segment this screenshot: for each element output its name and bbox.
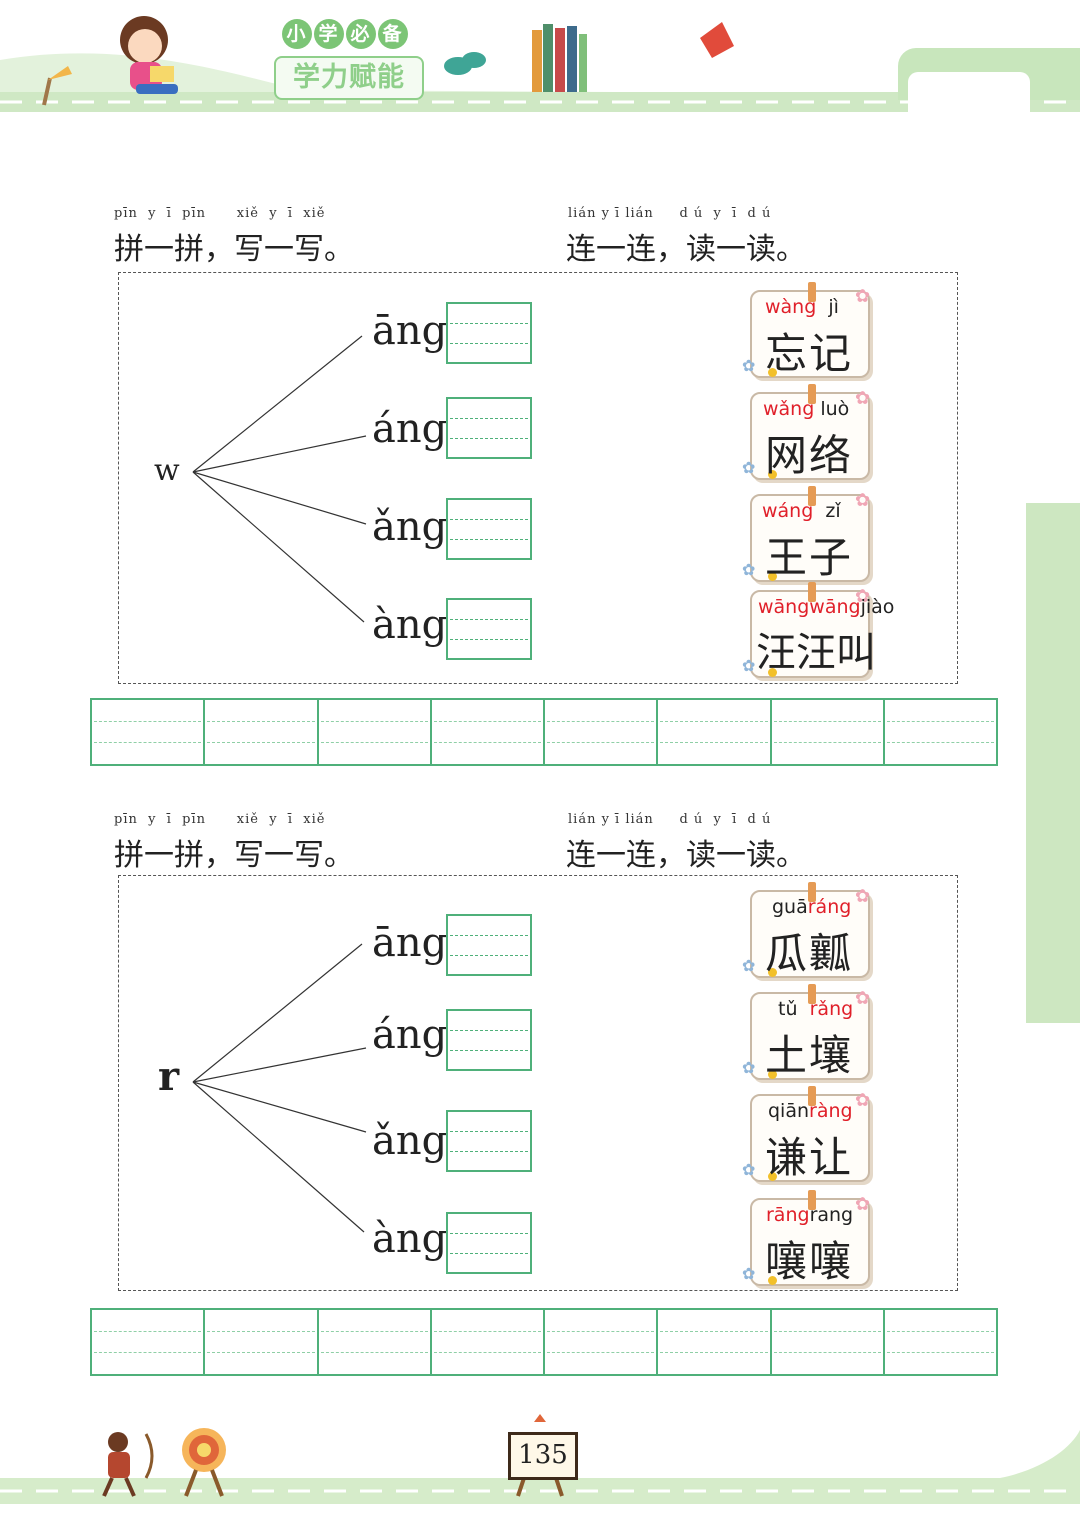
card-pinyin-red: wǎng — [763, 398, 815, 420]
writing-cell[interactable] — [658, 700, 772, 764]
final-syllable: àng — [372, 602, 448, 648]
word-card[interactable]: ✿✿ guāráng 瓜瓤 — [742, 882, 870, 978]
writing-cell[interactable] — [658, 1310, 772, 1374]
writing-box[interactable] — [446, 1009, 532, 1071]
word-card[interactable]: ✿✿ wāngwāngjiào 汪汪叫 — [742, 582, 894, 678]
writing-box[interactable] — [446, 498, 532, 560]
final-syllable: ǎng — [372, 504, 448, 550]
exercise-box — [118, 272, 958, 684]
badge-char: 小 — [282, 19, 312, 49]
writing-box[interactable] — [446, 302, 532, 364]
final-syllable: áng — [372, 1012, 448, 1058]
writing-cell[interactable] — [432, 700, 545, 764]
right-title: 连一连，读一读。 — [566, 232, 806, 267]
card-pinyin-red: wàng — [765, 296, 817, 318]
final-syllable: àng — [372, 1216, 448, 1262]
badge-char: 必 — [346, 19, 376, 49]
card-hanzi: 土壤 — [764, 1031, 853, 1080]
side-bar-decoration — [1026, 503, 1080, 1023]
final-syllable: áng — [372, 406, 448, 452]
page-number: 135 — [508, 1432, 578, 1480]
card-pinyin-red: ràng — [809, 1100, 853, 1122]
exercise-box — [118, 875, 958, 1291]
word-card[interactable]: ✿✿ wǎng luò 网络 — [742, 384, 870, 480]
right-title: 连一连，读一读。 — [566, 838, 806, 873]
writing-cell[interactable] — [772, 700, 885, 764]
writing-strip[interactable] — [90, 698, 998, 766]
badge-char: 学 — [314, 19, 344, 49]
left-title-pinyin: pīn y ī pīn xiě y ī xiě — [114, 206, 326, 221]
left-title-pinyin: pīn y ī pīn xiě y ī xiě — [114, 812, 326, 827]
left-title: 拼一拼，写一写。 — [114, 232, 354, 267]
writing-box[interactable] — [446, 1212, 532, 1274]
card-hanzi: 忘记 — [764, 329, 853, 378]
card-pinyin: guā — [772, 896, 808, 918]
writing-cell[interactable] — [205, 700, 319, 764]
card-hanzi: 王子 — [764, 533, 853, 582]
card-pinyin: rang — [809, 1204, 854, 1226]
initial-consonant: r — [158, 1053, 180, 1100]
side-tab-cutout — [908, 72, 1030, 112]
word-card[interactable]: ✿✿ qiānràng 谦让 — [742, 1086, 870, 1182]
writing-box[interactable] — [446, 914, 532, 976]
word-card[interactable]: ✿✿ tǔ rǎng 土壤 — [742, 984, 870, 1080]
left-title: 拼一拼，写一写。 — [114, 838, 354, 873]
writing-box[interactable] — [446, 1110, 532, 1172]
card-pinyin-red: ráng — [807, 896, 852, 918]
writing-cell[interactable] — [92, 1310, 206, 1374]
writing-cell[interactable] — [319, 700, 432, 764]
writing-cell[interactable] — [885, 1310, 996, 1374]
footer-decoration — [0, 1414, 1080, 1504]
card-pinyin: jiào — [860, 596, 895, 618]
writing-cell[interactable] — [545, 700, 659, 764]
card-hanzi: 谦让 — [764, 1133, 853, 1182]
right-title-pinyin: lián y ī lián d ú y ī d ú — [568, 812, 772, 827]
card-pinyin-red: rāng — [766, 1204, 810, 1226]
brand-subtitle: 学力赋能 — [274, 56, 424, 100]
card-hanzi: 瓜瓤 — [764, 929, 853, 978]
writing-cell[interactable] — [772, 1310, 885, 1374]
brand-badge-top: 小学必备 — [282, 18, 410, 49]
final-syllable: āng — [372, 920, 448, 966]
card-hanzi: 汪汪叫 — [756, 630, 876, 676]
writing-cell[interactable] — [92, 700, 206, 764]
card-pinyin-red: wáng — [762, 500, 814, 522]
writing-cell[interactable] — [885, 700, 996, 764]
right-title-pinyin: lián y ī lián d ú y ī d ú — [568, 206, 772, 221]
word-card[interactable]: ✿✿ rāngrang 嚷嚷 — [742, 1190, 870, 1286]
writing-strip[interactable] — [90, 1308, 998, 1376]
card-hanzi: 网络 — [764, 431, 853, 480]
badge-char: 备 — [378, 19, 408, 49]
writing-cell[interactable] — [319, 1310, 432, 1374]
final-syllable: āng — [372, 308, 448, 354]
card-pinyin: zǐ — [813, 500, 841, 522]
word-card[interactable]: ✿✿ wàng jì 忘记 — [742, 282, 870, 378]
card-pinyin-red: wāngwāng — [758, 596, 861, 618]
writing-box[interactable] — [446, 598, 532, 660]
final-syllable: ǎng — [372, 1118, 448, 1164]
card-pinyin: tǔ — [772, 998, 810, 1020]
card-pinyin: qiān — [768, 1100, 810, 1122]
card-pinyin-red: rǎng — [809, 998, 854, 1020]
header-decoration — [0, 16, 1080, 125]
card-hanzi: 嚷嚷 — [764, 1237, 853, 1286]
writing-cell[interactable] — [545, 1310, 659, 1374]
card-pinyin: luò — [814, 398, 850, 420]
writing-cell[interactable] — [432, 1310, 545, 1374]
card-pinyin: jì — [816, 296, 839, 318]
word-card[interactable]: ✿✿ wáng zǐ 王子 — [742, 486, 870, 582]
writing-cell[interactable] — [205, 1310, 319, 1374]
initial-consonant: w — [154, 453, 180, 488]
writing-box[interactable] — [446, 397, 532, 459]
